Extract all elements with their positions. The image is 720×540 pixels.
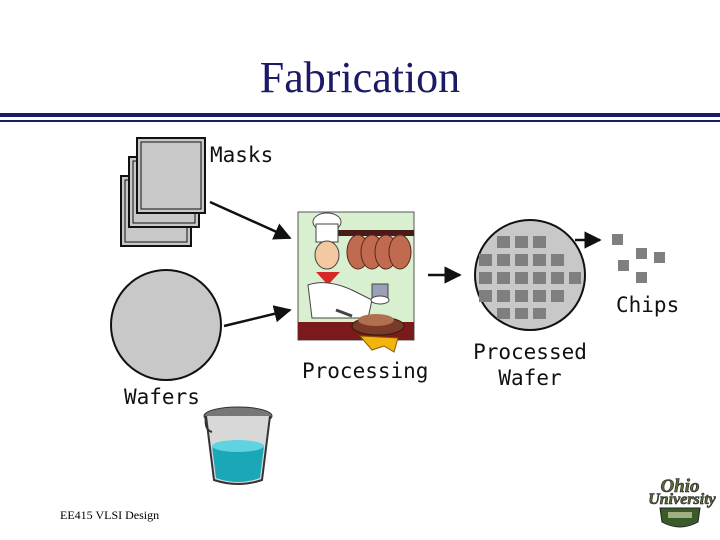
label-processed-wafer: Processed Wafer [470,339,590,391]
chips-icon [612,234,665,283]
mask-stack-icon [121,138,205,246]
chef-icon [298,212,414,352]
label-wafers: Wafers [124,384,200,410]
wafer-icon [111,270,221,380]
label-masks: Masks [210,142,273,168]
beaker-icon [204,407,272,484]
processed-wafer-icon [475,220,585,330]
label-processed-line2: Wafer [470,365,590,391]
label-processed-line1: Processed [470,339,590,365]
label-chips: Chips [616,292,679,318]
label-processing: Processing [302,358,428,384]
ohio-university-logo: Ohio University [648,476,716,527]
arrow-wafers-to-processing [224,310,290,326]
logo-text-university: University [648,491,716,508]
arrow-masks-to-processing [210,202,290,238]
footer-course: EE415 VLSI Design [60,508,159,523]
